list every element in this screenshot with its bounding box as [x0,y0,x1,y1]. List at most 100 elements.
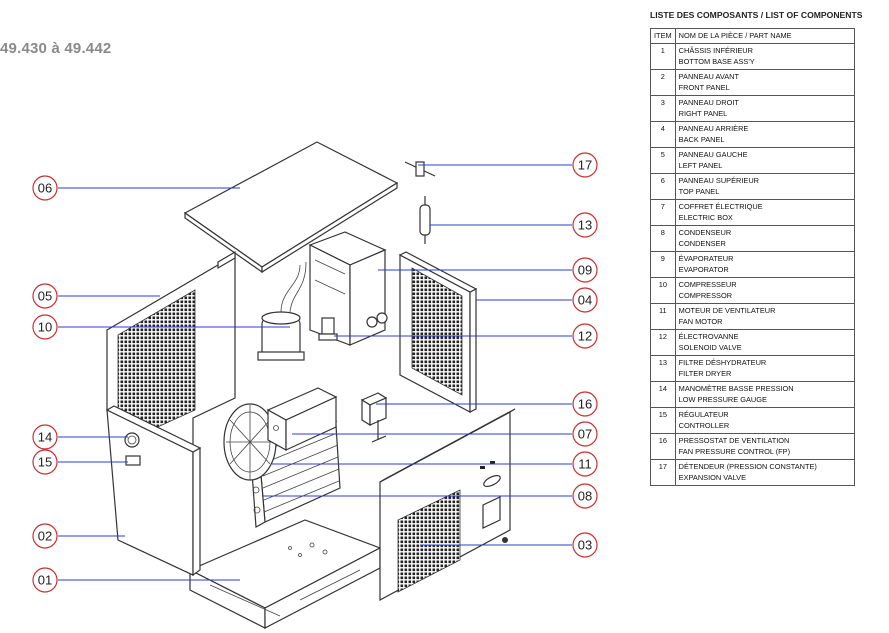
part-name-fr: PANNEAU GAUCHE [678,150,748,159]
item-number: 6 [650,173,676,200]
item-number: 4 [650,121,676,148]
part-name-en: ELECTRIC BOX [678,213,733,222]
part-name: ÉLECTROVANNE SOLENOID VALVE [674,329,856,356]
callout-17: 17 [572,152,598,178]
part-name-en: CONTROLLER [678,421,730,430]
part-name-en: LOW PRESSURE GAUGE [678,395,767,404]
svg-text:07: 07 [578,427,592,442]
item-number: 1 [650,43,676,70]
svg-text:13: 13 [578,218,592,233]
part-name: COFFRET ÉLECTRIQUE ELECTRIC BOX [674,199,856,226]
part-name-fr: ÉLECTROVANNE [678,332,739,341]
part-name-en: FAN PRESSURE CONTROL (FP) [678,447,791,456]
svg-text:11: 11 [578,457,592,472]
part-name-en: TOP PANEL [678,187,720,196]
leader-lines [58,164,572,581]
part-name-fr: PANNEAU AVANT [678,72,740,81]
left-panel [106,250,236,453]
part-name-en: CONDENSER [678,239,726,248]
callout-15: 15 [32,449,58,475]
fan-pressure-control [360,392,388,443]
compressor [257,261,307,361]
callout-04: 04 [572,287,598,313]
svg-text:16: 16 [578,397,592,412]
callout-14: 14 [32,424,58,450]
part-name-en: FILTER DRYER [678,369,732,378]
callout-11: 11 [572,451,598,477]
callout-01: 01 [32,567,58,593]
condenser-fan [223,403,277,481]
part-name-fr: DÉTENDEUR (PRESSION CONSTANTE) [678,462,817,471]
callout-06: 06 [32,175,58,201]
item-number: 14 [650,381,676,408]
component-list-title: LISTE DES COMPOSANTS / LIST OF COMPONENT… [650,10,863,20]
part-name-en: SOLENOID VALVE [678,343,742,352]
part-name: PANNEAU GAUCHE LEFT PANEL [674,147,856,174]
item-number: 17 [650,459,676,486]
header-item: ITEM [650,28,676,44]
part-name-fr: CONDENSEUR [678,228,732,237]
part-name-fr: RÉGULATEUR [678,410,729,419]
item-number: 10 [650,277,676,304]
callout-05: 05 [32,283,58,309]
part-name: PANNEAU AVANT FRONT PANEL [674,69,856,96]
item-number: 16 [650,433,676,460]
solenoid-valve [318,317,338,341]
back-panel [398,251,478,413]
right-panel [379,408,516,602]
part-name-fr: PANNEAU ARRIÈRE [678,124,749,133]
part-name-en: COMPRESSOR [678,291,733,300]
callout-13: 13 [572,212,598,238]
base-chassis [188,519,382,629]
svg-text:06: 06 [38,181,52,196]
part-name-fr: ÉVAPORATEUR [678,254,734,263]
svg-text:17: 17 [578,158,592,173]
svg-text:14: 14 [38,430,52,445]
svg-text:08: 08 [578,489,592,504]
item-number: 7 [650,199,676,226]
part-name-fr: PANNEAU SUPÉRIEUR [678,176,760,185]
part-name-en: FRONT PANEL [678,83,730,92]
part-name-fr: COFFRET ÉLECTRIQUE [678,202,763,211]
item-number: 15 [650,407,676,434]
callout-08: 08 [572,483,598,509]
part-name-fr: COMPRESSEUR [678,280,737,289]
svg-text:10: 10 [38,320,52,335]
part-name-en: LEFT PANEL [678,161,723,170]
item-number: 3 [650,95,676,122]
expansion-valve [404,161,436,177]
callout-10: 10 [32,314,58,340]
callout-03: 03 [572,532,598,558]
svg-text:01: 01 [38,573,52,588]
svg-text:05: 05 [38,289,52,304]
filter-dryer [419,196,431,244]
item-number: 8 [650,225,676,252]
svg-text:12: 12 [578,329,592,344]
item-number: 12 [650,329,676,356]
front-panel [105,405,202,577]
part-name: PANNEAU SUPÉRIEUR TOP PANEL [674,173,856,200]
